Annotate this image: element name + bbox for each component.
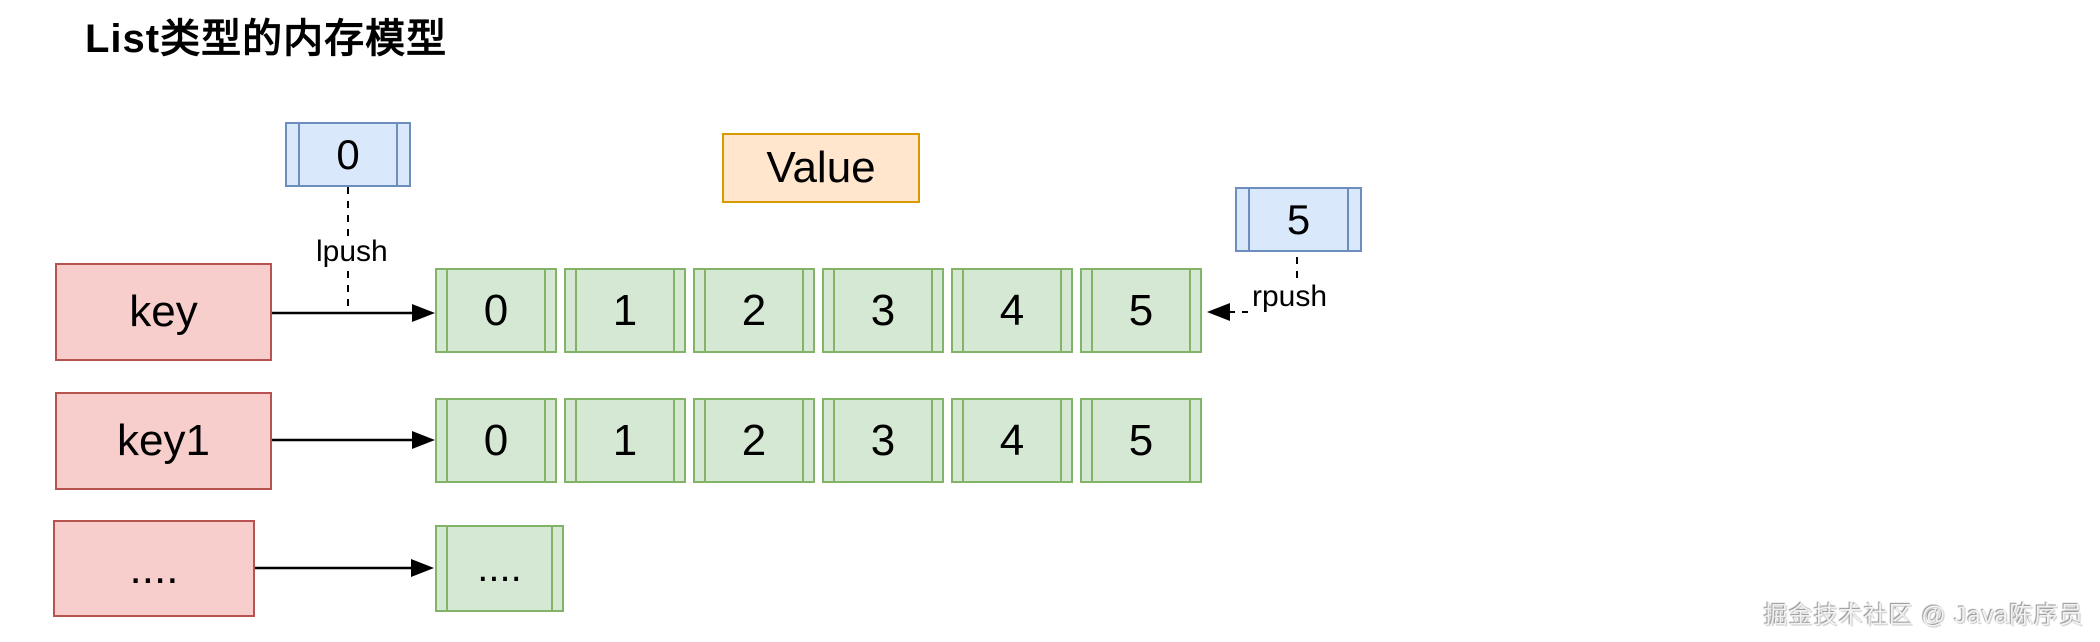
list-cell-value: 1 (612, 285, 638, 335)
watermark: 掘金技术社区 @ Java陈序员 (1763, 602, 2084, 629)
key-box-ellipsis: .... (53, 520, 255, 617)
list-cell: 0 (435, 398, 557, 483)
list-cell: 5 (1080, 268, 1202, 353)
page-title: List类型的内存模型 (85, 17, 448, 61)
index-box-head: 0 (285, 122, 411, 187)
list-cell-value: 5 (1128, 285, 1154, 335)
list-cell-value: .... (477, 546, 522, 590)
list-cell-value: 2 (741, 415, 767, 465)
list-cell-value: 2 (741, 285, 767, 335)
list-cell: 4 (951, 268, 1073, 353)
rpush-label: rpush (1248, 281, 1332, 313)
list-cell-value: 1 (612, 415, 638, 465)
list-cell: 3 (822, 398, 944, 483)
key-box-key: key (55, 263, 272, 361)
list-cell-value: 4 (999, 285, 1025, 335)
list-cell: 2 (693, 398, 815, 483)
list-cell-value: 0 (483, 415, 509, 465)
list-cell: 4 (951, 398, 1073, 483)
arrow-dots-to-list (255, 559, 434, 577)
list-cell: 3 (822, 268, 944, 353)
index-box-tail: 5 (1235, 187, 1362, 252)
key-box-ellipsis-label: .... (129, 543, 179, 593)
key-box-key1-label: key1 (117, 416, 210, 465)
list-cell: 5 (1080, 398, 1202, 483)
index-box-head-value: 0 (336, 130, 360, 178)
list-cell: 2 (693, 268, 815, 353)
value-box-label: Value (766, 143, 876, 192)
list-cell-value: 5 (1128, 415, 1154, 465)
key-box-key-label: key (129, 287, 198, 336)
key-box-key1: key1 (55, 392, 272, 490)
list-cell: .... (435, 525, 564, 612)
arrow-key1-to-list (272, 431, 435, 449)
lpush-label: lpush (312, 236, 392, 268)
list-cell: 1 (564, 268, 686, 353)
list-cell-value: 4 (999, 415, 1025, 465)
value-box: Value (722, 133, 920, 203)
list-row-key1: 0 1 2 3 4 5 (435, 398, 1202, 483)
list-cell-value: 3 (870, 415, 896, 465)
list-cell: 0 (435, 268, 557, 353)
list-cell-value: 3 (870, 285, 896, 335)
list-cell: 1 (564, 398, 686, 483)
index-box-tail-value: 5 (1286, 195, 1311, 243)
list-row-ellipsis: .... (435, 525, 564, 612)
list-cell-value: 0 (483, 285, 509, 335)
arrow-key-to-list (272, 304, 435, 322)
list-row-key: 0 1 2 3 4 5 (435, 268, 1202, 353)
